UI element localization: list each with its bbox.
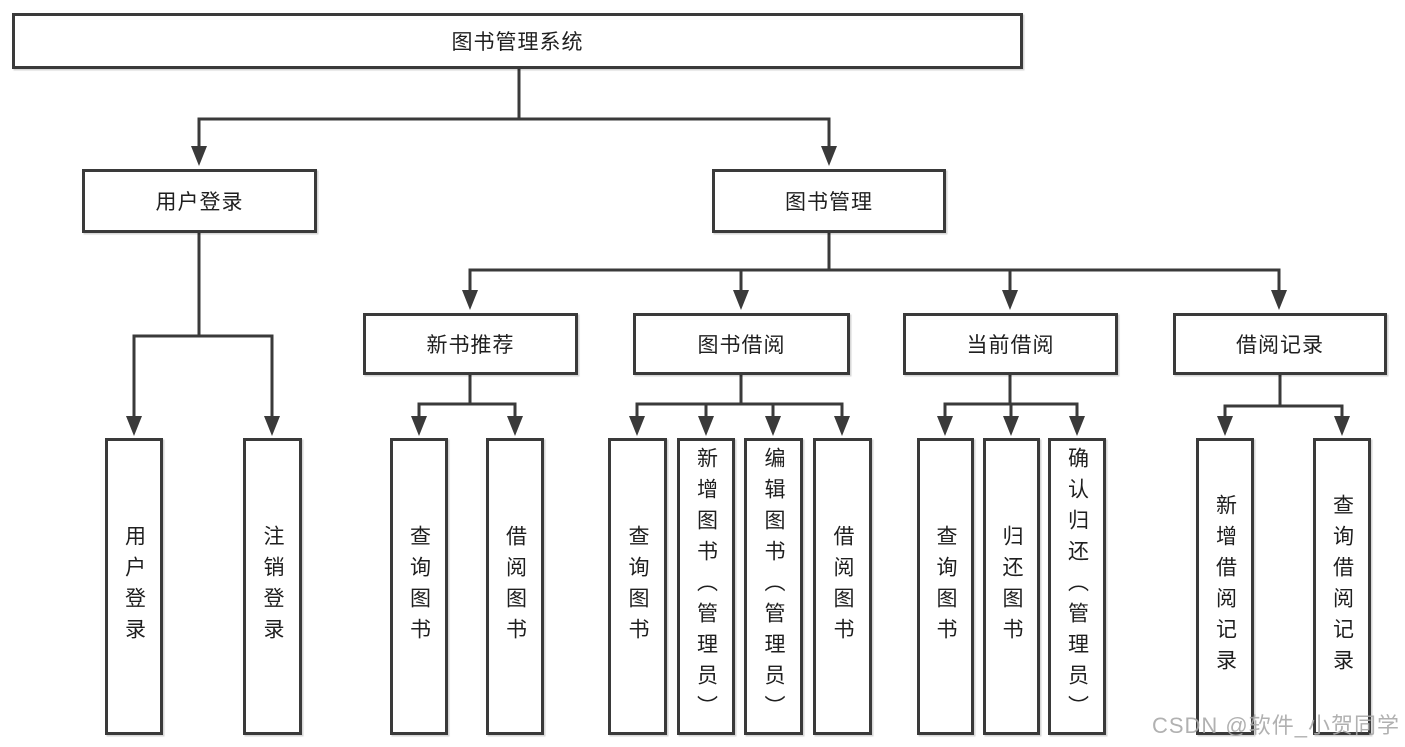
- node-label: 图书管理: [785, 191, 873, 214]
- leaf-borrow-books: 借阅图书: [813, 438, 872, 735]
- leaf-label: 查询图书: [626, 524, 649, 649]
- node-borrow-records: 借阅记录: [1173, 313, 1387, 375]
- leaf-query-borrow-record: 查询借阅记录: [1313, 438, 1371, 735]
- leaf-add-books-admin: 新增图书（管理员）: [677, 438, 735, 735]
- leaf-label: 确认归还（管理员）: [1065, 447, 1089, 726]
- leaf-label: 新增图书（管理员）: [694, 447, 718, 726]
- leaf-label: 新增借阅记录: [1213, 493, 1237, 680]
- leaf-label: 查询图书: [934, 524, 957, 649]
- connector-bookmgmt-branch: [468, 231, 1281, 294]
- node-book-management: 图书管理: [712, 169, 946, 233]
- leaf-query-books-borrow: 查询图书: [608, 438, 667, 735]
- csdn-watermark: CSDN @软件_小贺同学: [1151, 713, 1400, 738]
- connector-bookborrow-branch: [635, 373, 844, 420]
- leaf-return-books: 归还图书: [983, 438, 1040, 735]
- leaf-label: 归还图书: [1000, 524, 1023, 649]
- node-label: 借阅记录: [1236, 334, 1324, 357]
- leaf-label: 查询图书: [407, 524, 431, 649]
- leaf-label: 编辑图书（管理员）: [762, 447, 785, 726]
- leaf-label: 借阅图书: [831, 524, 854, 649]
- leaf-user-login: 用户登录: [105, 438, 163, 735]
- node-label: 图书借阅: [697, 334, 786, 357]
- connector-newbook-branch: [417, 373, 517, 420]
- node-user-login: 用户登录: [82, 169, 317, 233]
- node-label: 新书推荐: [426, 334, 515, 357]
- node-label: 用户登录: [155, 191, 244, 214]
- leaf-confirm-return-admin: 确认归还（管理员）: [1048, 438, 1106, 735]
- connector-currentborrow-branch: [943, 373, 1079, 420]
- leaf-label: 查询借阅记录: [1330, 493, 1354, 680]
- connector-root-to-level2: [197, 67, 831, 150]
- node-current-borrow: 当前借阅: [903, 313, 1118, 375]
- leaf-add-borrow-record: 新增借阅记录: [1196, 438, 1254, 735]
- node-book-borrow: 图书借阅: [633, 313, 850, 375]
- node-label: 当前借阅: [966, 334, 1055, 357]
- leaf-borrow-books-newbook: 借阅图书: [486, 438, 544, 735]
- leaf-query-books-newbook: 查询图书: [390, 438, 448, 735]
- node-new-book-recommend: 新书推荐: [363, 313, 578, 375]
- node-library-management-system: 图书管理系统: [12, 13, 1023, 69]
- arrowheads: [126, 146, 1350, 436]
- node-label: 图书管理系统: [451, 31, 584, 54]
- leaf-query-books-current: 查询图书: [917, 438, 974, 735]
- leaf-label: 用户登录: [122, 524, 146, 649]
- connector-userlogin-branch: [132, 231, 274, 420]
- leaf-label: 借阅图书: [503, 524, 527, 649]
- connector-borrowrecord-branch: [1223, 373, 1344, 420]
- leaf-edit-books-admin: 编辑图书（管理员）: [744, 438, 803, 735]
- leaf-logout: 注销登录: [243, 438, 302, 735]
- leaf-label: 注销登录: [261, 524, 284, 649]
